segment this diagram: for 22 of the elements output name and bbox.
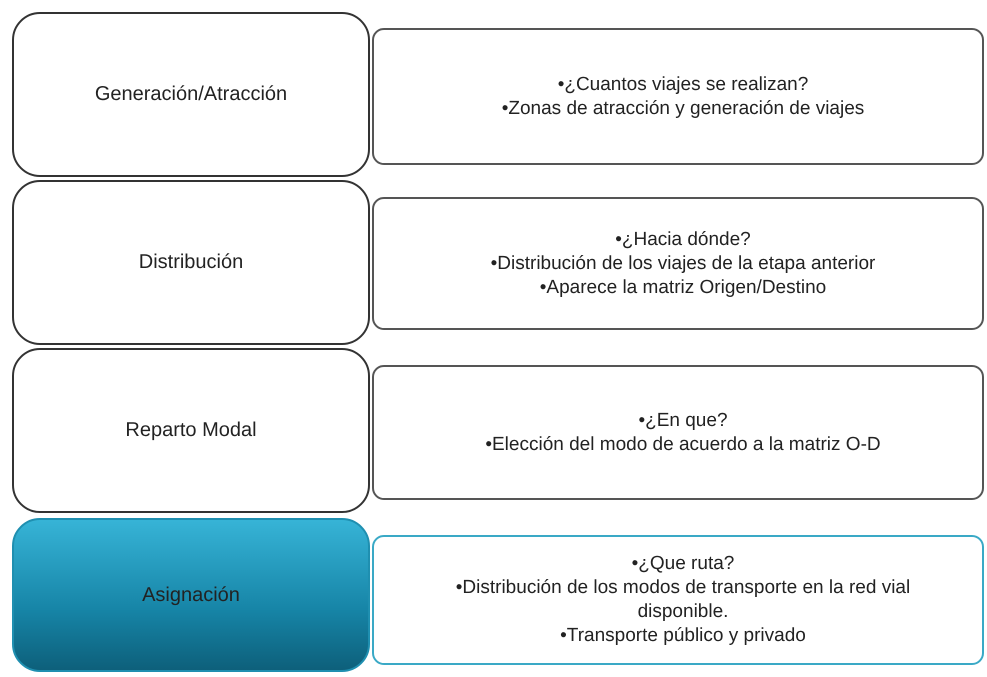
bullet-item: •¿En que? bbox=[638, 408, 728, 432]
stage-title: Generación/Atracción bbox=[94, 83, 288, 106]
stage-box bbox=[12, 180, 370, 345]
stage-box bbox=[12, 12, 370, 177]
bullet-item: •Distribución de los viajes de la etapa anterior bbox=[490, 252, 876, 276]
bullet-item: •Distribución de los modos de transporte en la red vial disponible. bbox=[454, 576, 912, 624]
bullet-item: •Zonas de atracción y generación de viajes bbox=[502, 96, 864, 120]
bullet-item: •Aparece la matriz Origen/Destino bbox=[540, 276, 826, 300]
bullet-item: •¿Que ruta? bbox=[632, 552, 734, 576]
stage-box bbox=[12, 348, 370, 513]
description-panel bbox=[372, 197, 984, 330]
stage-title: Reparto Modal bbox=[125, 419, 257, 442]
description-panel bbox=[372, 365, 984, 500]
bullet-item: •¿Cuantos viajes se realizan? bbox=[558, 72, 808, 96]
bullet-item: •Elección del modo de acuerdo a la matriz O-D bbox=[485, 432, 881, 456]
bullet-item: •¿Hacia dónde? bbox=[615, 228, 751, 252]
bullet-item: •Transporte público y privado bbox=[560, 624, 806, 648]
stage-title: Distribución bbox=[138, 251, 244, 274]
stage-title: Asignación bbox=[142, 584, 240, 606]
stage-box bbox=[12, 518, 370, 672]
description-panel bbox=[372, 28, 984, 165]
description-panel bbox=[372, 535, 984, 665]
